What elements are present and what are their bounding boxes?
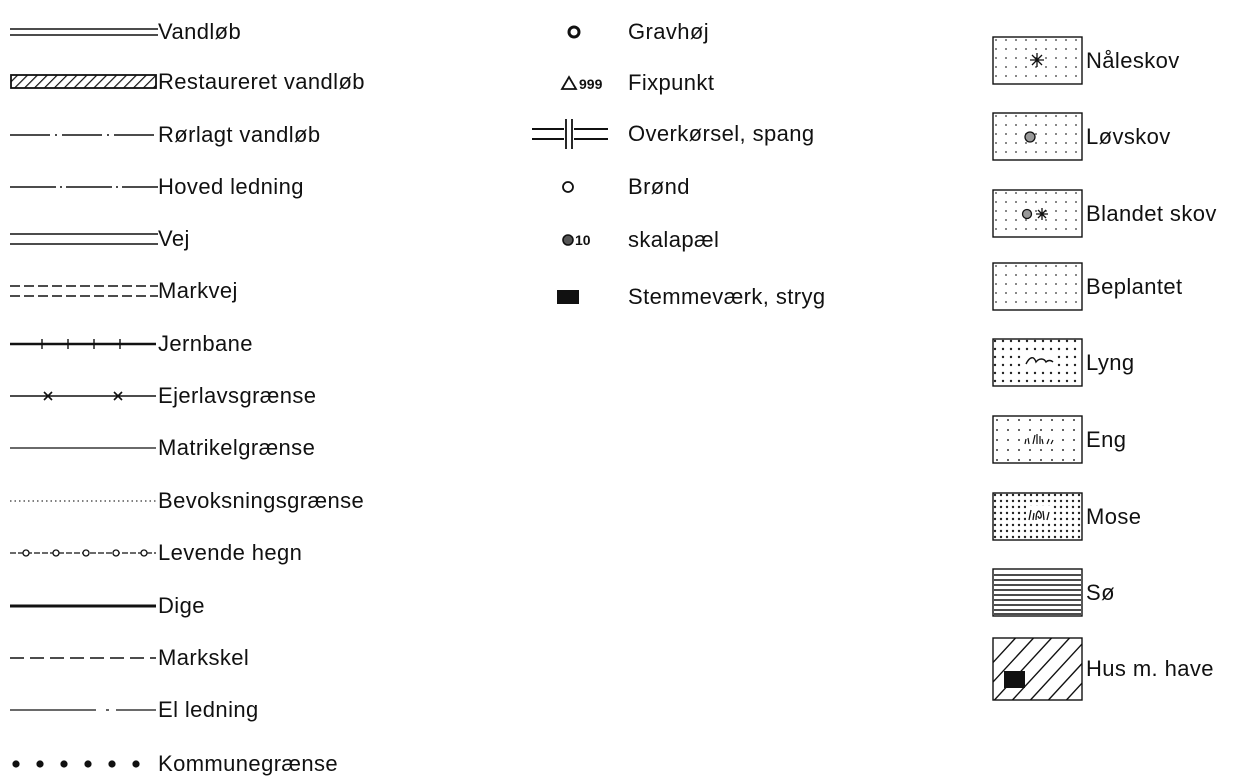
dashed-line-icon bbox=[10, 648, 158, 668]
planted-area-icon bbox=[992, 262, 1084, 312]
legend-row-mose: Mose bbox=[992, 492, 1141, 542]
double-line-icon bbox=[10, 22, 158, 42]
legend-label: El ledning bbox=[158, 697, 259, 722]
legend-label: Overkørsel, spang bbox=[628, 121, 815, 146]
legend-label: Dige bbox=[158, 593, 205, 618]
legend-label: Ejerlavsgrænse bbox=[158, 383, 317, 408]
legend-row-hus-m-have: Hus m. have bbox=[992, 637, 1214, 701]
weir-block-icon bbox=[528, 282, 628, 312]
legend-row-el-ledning: El ledning bbox=[10, 690, 259, 730]
legend-row-ejerlavsgraense: Ejerlavsgrænse bbox=[10, 376, 316, 416]
legend-label: Vandløb bbox=[158, 19, 242, 44]
legend-row-levende-hegn: Levende hegn bbox=[10, 533, 302, 573]
heath-icon bbox=[992, 338, 1084, 388]
legend-label: Mose bbox=[1086, 504, 1142, 529]
house-garden-icon bbox=[992, 637, 1084, 701]
legend-label: Lyng bbox=[1086, 350, 1135, 375]
legend-row-so: Sø bbox=[992, 568, 1115, 618]
legend-label: Eng bbox=[1086, 427, 1127, 452]
legend-label: Kommunegrænse bbox=[158, 751, 339, 776]
legend-row-hoved-ledning: Hoved ledning bbox=[10, 167, 304, 207]
triangle-icon: 999 bbox=[528, 68, 628, 98]
thick-line-icon bbox=[10, 596, 158, 616]
thin-line-icon bbox=[10, 438, 158, 458]
legend-label: Stemmeværk, stryg bbox=[628, 284, 826, 309]
dotted-line-icon bbox=[10, 491, 158, 511]
gauge-post-icon: 10 bbox=[528, 225, 628, 255]
legend-label: Markskel bbox=[158, 645, 250, 670]
legend-label: Nåleskov bbox=[1086, 48, 1180, 73]
legend-row-bevoksningsgraense: Bevoksningsgrænse bbox=[10, 481, 364, 521]
legend-row-jernbane: Jernbane bbox=[10, 324, 253, 364]
legend-row-dige: Dige bbox=[10, 586, 205, 626]
legend-row-lovskov: Løvskov bbox=[992, 112, 1171, 162]
dash-dot-line-icon bbox=[10, 125, 158, 145]
legend-label: Fixpunkt bbox=[628, 70, 715, 95]
legend-row-lyng: Lyng bbox=[992, 338, 1135, 388]
skalapael-number: 10 bbox=[575, 232, 591, 248]
legend-label: Levende hegn bbox=[158, 540, 303, 565]
legend-label: Hoved ledning bbox=[158, 174, 304, 199]
legend-row-stemmevaerk: Stemmeværk, stryg bbox=[528, 277, 826, 317]
legend-label: Restaureret vandløb bbox=[158, 69, 365, 94]
double-line-icon bbox=[10, 229, 158, 249]
legend-row-eng: Eng bbox=[992, 415, 1126, 465]
legend-row-vandlob: Vandløb bbox=[10, 12, 241, 52]
well-circle-icon bbox=[528, 172, 628, 202]
legend-label: Løvskov bbox=[1086, 124, 1171, 149]
lake-icon bbox=[992, 568, 1084, 618]
legend-row-beplantet: Beplantet bbox=[992, 262, 1183, 312]
hedge-line-icon bbox=[10, 543, 158, 563]
legend-label: Blandet skov bbox=[1086, 201, 1217, 226]
power-line-icon bbox=[10, 700, 158, 720]
hatched-band-icon bbox=[10, 72, 158, 92]
deciduous-forest-icon bbox=[992, 112, 1084, 162]
legend-label: skalapæl bbox=[628, 227, 720, 252]
burial-mound-icon bbox=[528, 17, 628, 47]
legend-label: Matrikelgrænse bbox=[158, 435, 316, 460]
legend-label: Vej bbox=[158, 226, 190, 251]
dot-row-icon bbox=[10, 754, 158, 774]
legend-row-matrikelgraense: Matrikelgrænse bbox=[10, 428, 315, 468]
legend-label: Hus m. have bbox=[1086, 656, 1214, 681]
legend-label: Brønd bbox=[628, 174, 690, 199]
legend-row-restaureret-vandlob: Restaureret vandløb bbox=[10, 62, 365, 102]
legend-row-fixpunkt: 999 Fixpunkt bbox=[528, 63, 714, 103]
legend-label: Rørlagt vandløb bbox=[158, 122, 321, 147]
cross-line-icon bbox=[10, 386, 158, 406]
legend-row-naleskov: Nåleskov bbox=[992, 36, 1180, 86]
legend-label: Bevoksningsgrænse bbox=[158, 488, 365, 513]
fixpunkt-number: 999 bbox=[579, 76, 603, 92]
legend-label: Jernbane bbox=[158, 331, 253, 356]
legend-row-kommunegraense: Kommunegrænse bbox=[10, 744, 338, 784]
bog-icon bbox=[992, 492, 1084, 542]
legend-label: Beplantet bbox=[1086, 274, 1183, 299]
legend-row-brond: Brønd bbox=[528, 167, 690, 207]
conifer-forest-icon bbox=[992, 36, 1084, 86]
legend-row-skalapael: 10 skalapæl bbox=[528, 220, 719, 260]
legend-row-markvej: Markvej bbox=[10, 271, 238, 311]
crossing-icon bbox=[528, 119, 628, 149]
legend-label: Markvej bbox=[158, 278, 238, 303]
railway-line-icon bbox=[10, 334, 158, 354]
meadow-icon bbox=[992, 415, 1084, 465]
legend-row-rorlagt-vandlob: Rørlagt vandløb bbox=[10, 115, 321, 155]
legend-label: Gravhøj bbox=[628, 19, 710, 44]
legend-row-overkorsel: Overkørsel, spang bbox=[528, 114, 815, 154]
double-dashed-line-icon bbox=[10, 281, 158, 301]
legend-label: Sø bbox=[1086, 580, 1115, 605]
dash-dot-line-icon bbox=[10, 177, 158, 197]
legend-row-vej: Vej bbox=[10, 219, 190, 259]
mixed-forest-icon bbox=[992, 189, 1084, 239]
legend-row-gravhoj: Gravhøj bbox=[528, 12, 709, 52]
legend-row-blandet-skov: Blandet skov bbox=[992, 189, 1217, 239]
legend-row-markskel: Markskel bbox=[10, 638, 249, 678]
